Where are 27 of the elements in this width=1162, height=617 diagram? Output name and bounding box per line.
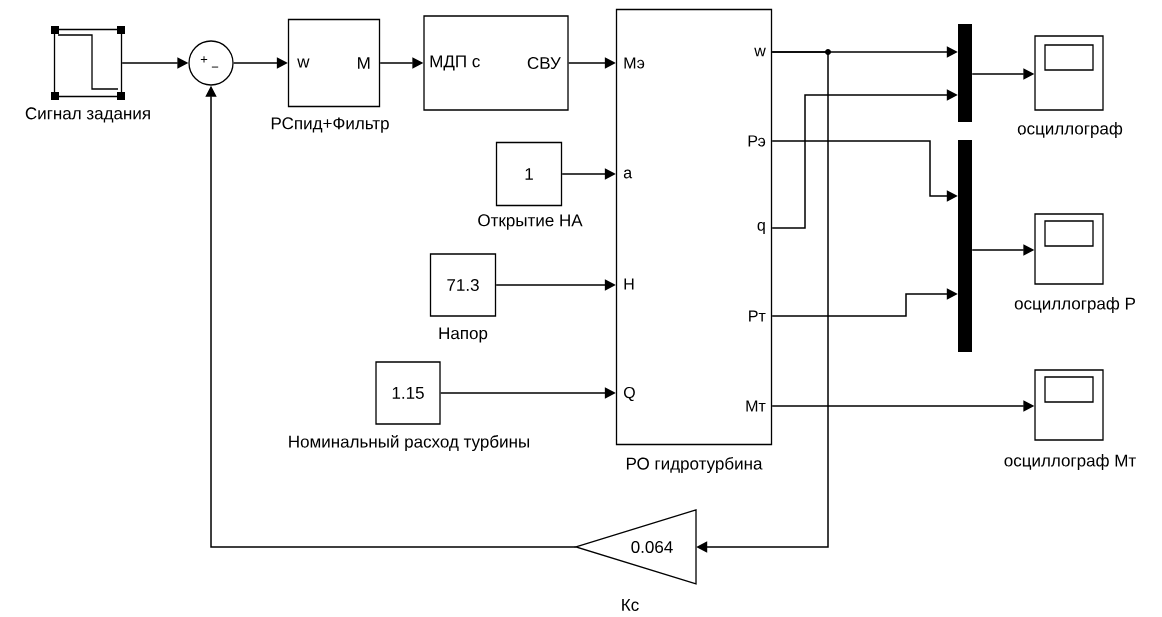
node-label: Q [623, 386, 635, 402]
block-label: Напор [439, 327, 488, 343]
controller-block: w M [287, 18, 381, 108]
block-label: РО гидротурбина [626, 457, 763, 473]
turbine-block: Мэ a H Q w Рэ q Рт Мт [615, 8, 773, 446]
node-label: Рт [749, 310, 766, 322]
node-label: Мэ [624, 57, 645, 69]
block-label: осциллограф Р [1014, 297, 1135, 313]
block-label: РСпид+Фильтр [271, 117, 389, 133]
subsystem-block: МДП с СВУ [423, 15, 569, 111]
node-label: Мт [746, 400, 766, 412]
block-label: Сигнал задания [25, 107, 150, 123]
node-label: w [754, 47, 766, 57]
node-label: a [623, 169, 633, 179]
node-label: q [757, 222, 765, 234]
node-label: Рэ [748, 135, 766, 147]
constant-block: 1.15 [375, 361, 441, 425]
block-label: осциллограф Мт [1004, 454, 1136, 470]
block-label: Открытие НА [478, 214, 583, 230]
constant-block: 71.3 [429, 253, 497, 317]
block-label: Кс [622, 599, 639, 611]
constant-block: 1 [495, 141, 563, 207]
block-label: осциллограф [1017, 122, 1123, 138]
node-label: w [297, 58, 310, 68]
node-label: M [358, 57, 370, 69]
node-label: H [624, 278, 634, 290]
block-label: Номинальный расход турбины [289, 434, 529, 452]
